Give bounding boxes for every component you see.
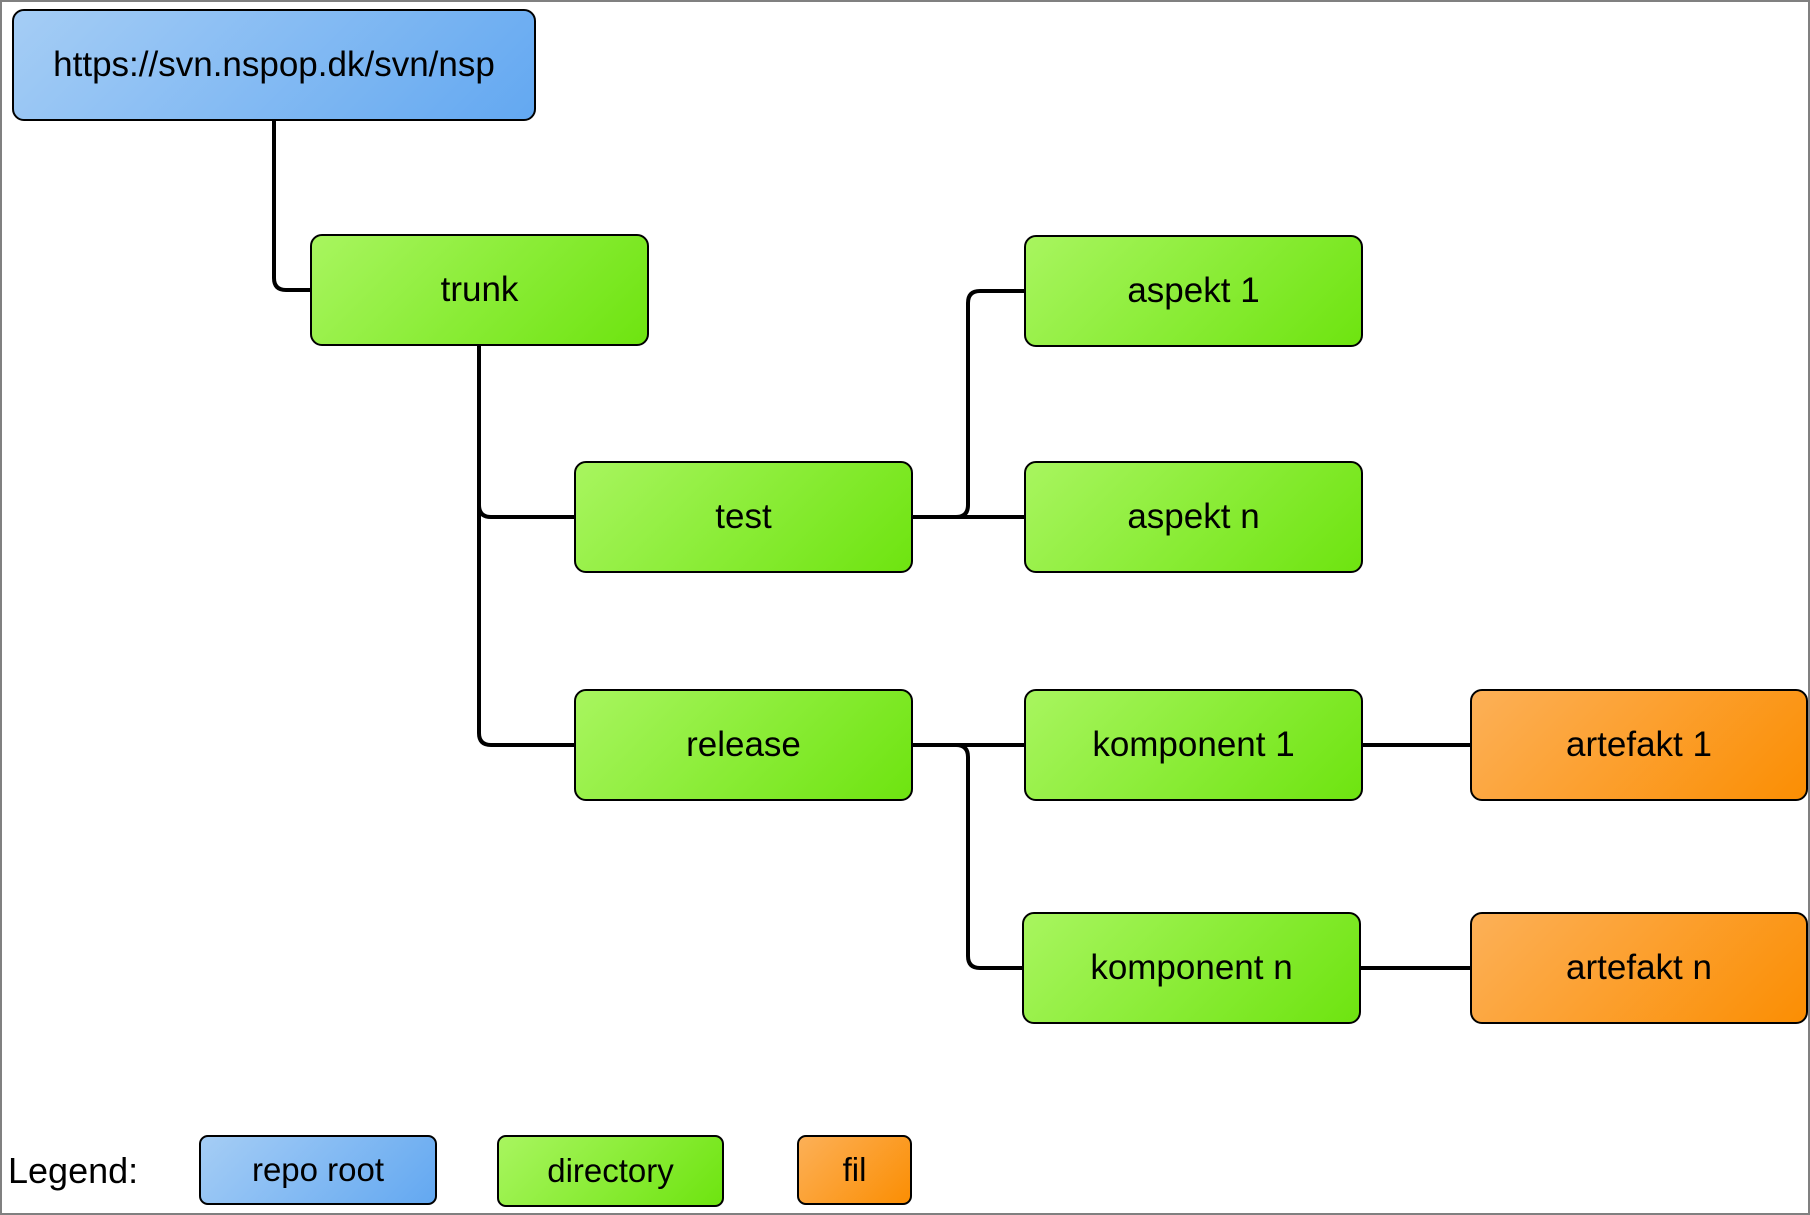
node-artefakt-1: artefakt 1 [1470,689,1808,801]
legend-swatch-directory: directory [497,1135,724,1207]
node-trunk: trunk [310,234,649,346]
node-repo-root: https://svn.nspop.dk/svn/nsp [12,9,536,121]
connector-test-aspekt-1 [955,289,1024,519]
legend-swatch-fil: fil [797,1135,912,1205]
node-aspekt-1: aspekt 1 [1024,235,1363,347]
connector-trunk-release [477,346,574,747]
node-test: test [574,461,913,573]
node-komponent-1: komponent 1 [1024,689,1363,801]
node-aspekt-n: aspekt n [1024,461,1363,573]
connector-release-komponent-n [955,743,1022,970]
legend-swatch-repo-root: repo root [199,1135,437,1205]
connector-trunk-test [477,346,574,519]
connector-root-trunk [272,121,310,292]
node-artefakt-n: artefakt n [1470,912,1808,1024]
node-release: release [574,689,913,801]
node-komponent-n: komponent n [1022,912,1361,1024]
legend-title: Legend: [8,1150,139,1191]
